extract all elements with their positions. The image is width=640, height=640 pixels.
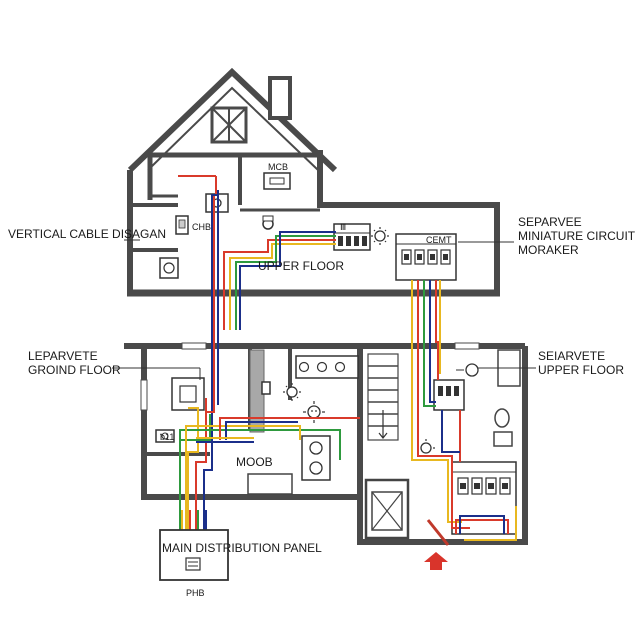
cable-ground-right [179,417,360,530]
ground-floor-label-2: GROIND FLOOR [28,363,121,377]
pillar [249,349,271,433]
elevator-shaft [364,478,410,540]
light-sun-icon [303,401,325,423]
cable-riser-right [411,280,517,541]
mcb-label: MCB [268,162,288,172]
panel-tag-label: Ⅲ [340,222,346,232]
ceiling-light-right [456,363,479,377]
vertical-cable-label: VERTICAL CABLE DISAGAN [8,227,166,241]
plug-tag-label: ƀ11 [160,432,174,442]
moob-label: MOOB [236,455,273,469]
entrance-arrow-icon [424,552,448,570]
cable-to-main-panel [181,510,207,532]
upper-floor-walls [127,150,500,297]
roof [127,67,338,173]
main-distribution-panel [159,529,229,581]
leader-lines [112,239,536,380]
kitchen-counter [247,473,293,495]
staircase [367,353,399,441]
light-sun-icon [417,439,435,457]
light-sun-icon [283,383,301,401]
separate-upper-floor-panel [451,461,517,535]
phb-label: PHB [186,588,205,598]
chb-box [175,215,189,235]
double-socket-icon [301,435,331,481]
upper-breaker-panel [333,223,371,251]
bathroom-fixtures [493,349,521,447]
light-sun-icon [371,227,389,245]
upper-right-label-2: UPPER FLOOR [538,363,624,377]
ground-panel-box [171,377,205,411]
separate-mcb-panel [395,233,457,281]
entrance-door [426,519,450,546]
separate-mcb-label-3: MORAKER [518,243,579,257]
main-panel-label: MAIN DISTRIBUTION PANEL [162,541,322,555]
separate-mcb-label-2: MINIATURE CIRCUIT [518,229,636,243]
separate-mcb-label-1: SEPARVEE [518,215,582,229]
chb-label: CHB [192,222,211,232]
upper-mcb-meter [263,172,291,190]
upper-right-label-1: SEIARVETE [538,349,605,363]
washing-machine-icon [159,257,179,279]
ground-floor-label-1: LEPARVETE [28,349,98,363]
upper-floor-label: UPPER FLOOR [258,259,344,273]
sub-panel-small [433,379,465,411]
meter-tag-label: CEMT [426,235,452,245]
socket-row-icons [295,355,359,379]
ceiling-outlet [262,215,274,230]
cable-upper-horizontal [223,231,336,330]
ground-windows [140,342,480,411]
washroom-outlet [155,429,175,443]
